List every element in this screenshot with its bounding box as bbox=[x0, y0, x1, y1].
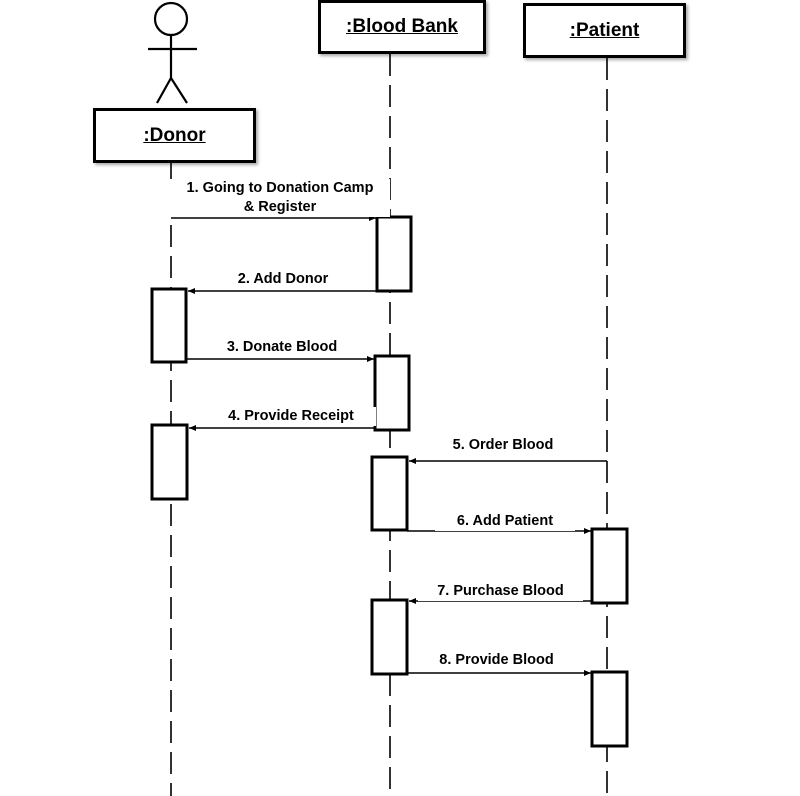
activation-bar bbox=[370, 598, 409, 676]
activation-bar bbox=[375, 215, 413, 293]
actor-left-leg bbox=[156, 77, 172, 104]
participant-blood-bank: :Blood Bank bbox=[318, 0, 486, 54]
message-label-7: 7. Purchase Blood bbox=[418, 582, 583, 601]
participant-blood-bank-label: :Blood Bank bbox=[346, 16, 458, 37]
activation-bar bbox=[150, 287, 188, 364]
message-label-8: 8. Provide Blood bbox=[424, 651, 569, 670]
participant-donor: :Donor bbox=[93, 108, 256, 163]
message-label-5: 5. Order Blood bbox=[433, 436, 573, 455]
activation-bar bbox=[150, 423, 189, 501]
actor-head bbox=[153, 1, 189, 37]
participant-patient: :Patient bbox=[523, 3, 686, 58]
actor-stick-figure-icon bbox=[148, 1, 197, 104]
message-label-3: 3. Donate Blood bbox=[207, 338, 357, 357]
participant-donor-label: :Donor bbox=[143, 124, 206, 146]
activation-bar bbox=[590, 670, 629, 748]
participant-patient-label: :Patient bbox=[569, 19, 640, 41]
message-label-6: 6. Add Patient bbox=[435, 512, 575, 531]
activation-bar bbox=[590, 527, 629, 605]
message-label-1: 1. Going to Donation Camp & Register bbox=[170, 179, 390, 217]
activation-bar bbox=[370, 455, 409, 532]
actor-right-leg bbox=[170, 77, 188, 104]
message-label-4: 4. Provide Receipt bbox=[206, 407, 376, 426]
activation-bar bbox=[373, 354, 411, 432]
message-label-2: 2. Add Donor bbox=[213, 270, 353, 289]
